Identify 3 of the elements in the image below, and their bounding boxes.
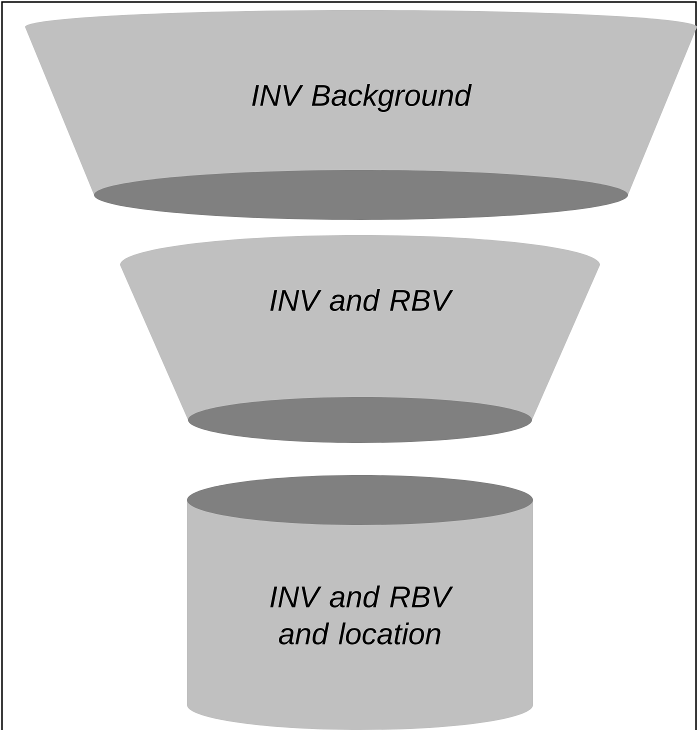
cylinder: INV and RBV and location: [187, 475, 533, 730]
funnel-segment: INV Background: [25, 10, 698, 220]
funnel-segment: INV and RBV: [120, 235, 600, 443]
